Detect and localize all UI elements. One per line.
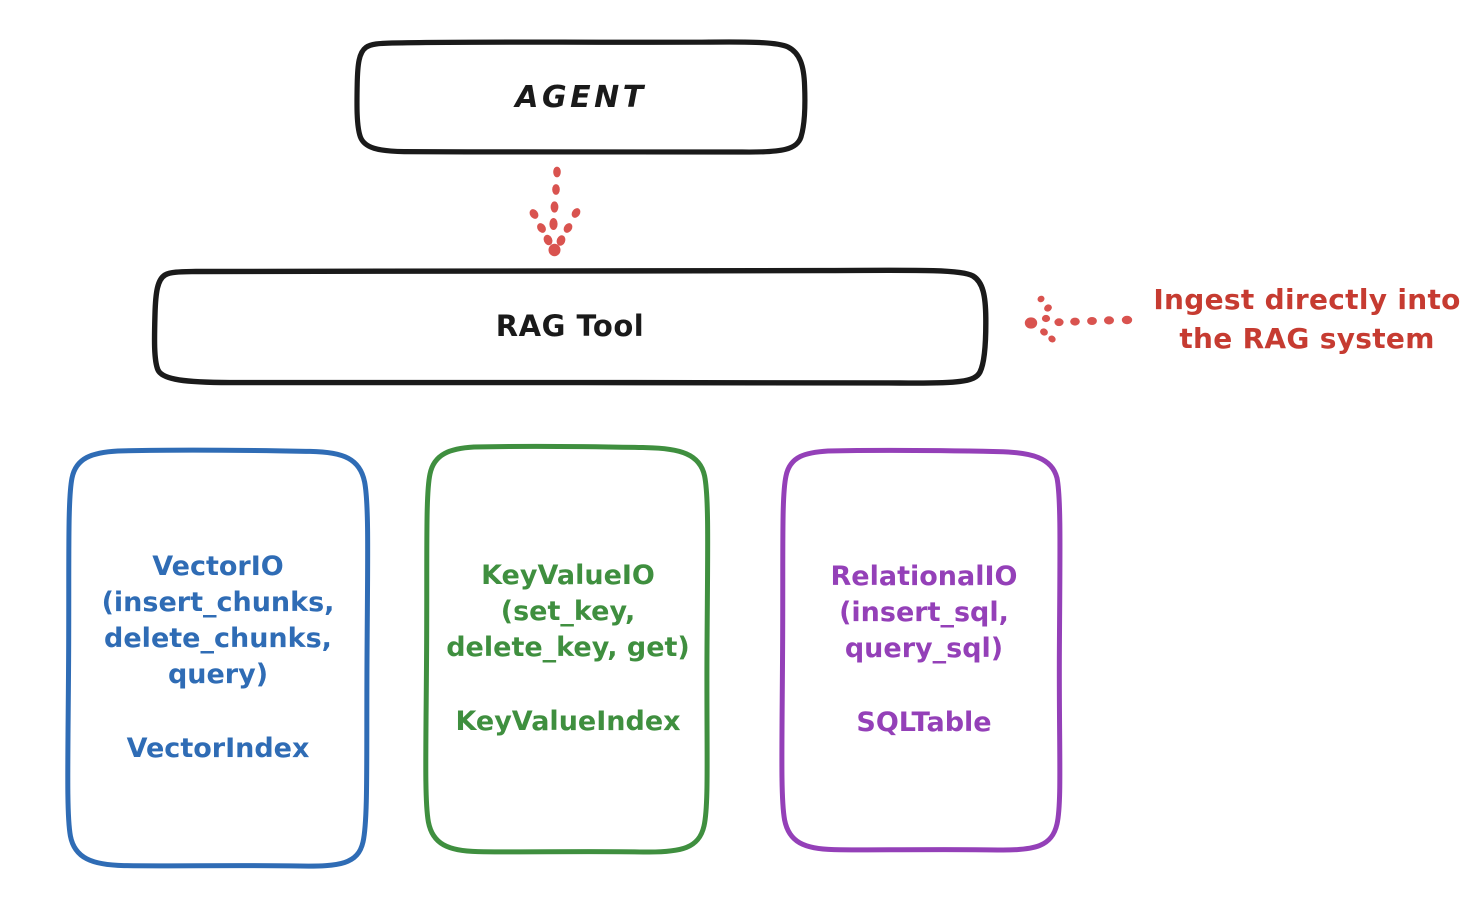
relationalio-index-text: SQLTable <box>856 706 992 738</box>
relationalio-api-text: RelationalIO (insert_sql, query_sql) <box>830 561 1018 664</box>
keyvalueio-node[interactable] <box>423 443 711 855</box>
vectorio-card-text: VectorIO (insert_chunks, delete_chunks, … <box>68 450 368 866</box>
ingest-annotation-label: Ingest directly into the RAG system <box>1153 283 1461 355</box>
vectorio-api-text: VectorIO (insert_chunks, delete_chunks, … <box>101 551 335 690</box>
ingest-arrow <box>1024 295 1133 343</box>
keyvalueio-api-text: KeyValueIO (set_key, delete_key, get) <box>446 560 690 663</box>
relationalio-node[interactable] <box>779 447 1063 853</box>
rag-tool-node[interactable] <box>151 267 989 386</box>
agent-node[interactable] <box>354 39 808 155</box>
rag-tool-label: RAG Tool <box>495 308 645 343</box>
agent-label: AGENT <box>515 79 647 115</box>
vectorio-node[interactable] <box>65 447 371 869</box>
vectorio-index-text: VectorIndex <box>126 732 310 764</box>
agent-box-outline <box>354 39 808 155</box>
keyvalueio-card-text: KeyValueIO (set_key, delete_key, get) Ke… <box>427 446 709 852</box>
relationalio-box-outline <box>779 447 1063 853</box>
vectorio-box-outline <box>65 447 371 869</box>
agent-to-rag-arrow <box>529 166 581 257</box>
keyvalueio-index-text: KeyValueIndex <box>455 705 681 737</box>
relationalio-card-text: RelationalIO (insert_sql, query_sql) SQL… <box>782 450 1066 850</box>
keyvalueio-box-outline <box>423 443 711 855</box>
rag-tool-box-outline <box>151 267 989 386</box>
